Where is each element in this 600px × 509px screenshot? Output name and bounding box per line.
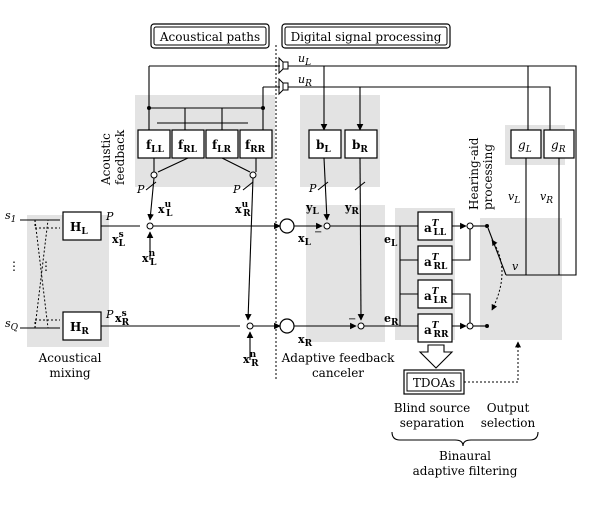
binaural-brace — [391, 431, 539, 447]
svg-text:yL: yL — [305, 201, 319, 217]
block-h-left: HL — [62, 211, 102, 241]
block-f-lr: fLR — [205, 129, 239, 159]
svg-text:fRL: fRL — [178, 138, 198, 155]
svg-text:xR: xR — [298, 333, 313, 349]
acoustic-feedback-label: Acousticfeedback — [99, 129, 127, 186]
tdoa-to-selector-line — [464, 341, 521, 383]
svg-text:xL: xL — [298, 232, 312, 248]
svg-text:xuR: xuR — [235, 200, 251, 219]
svg-text:fLL: fLL — [146, 138, 165, 155]
svg-text:eL: eL — [384, 233, 398, 249]
block-f-rl: fRL — [171, 129, 205, 159]
svg-text:P: P — [308, 182, 317, 195]
tdoa-arrow-icon — [418, 344, 454, 369]
svg-text:P: P — [105, 308, 114, 321]
source-s1-label: s1 — [5, 209, 16, 225]
svg-text:TDOAs: TDOAs — [413, 376, 455, 390]
svg-text:HR: HR — [70, 320, 89, 337]
svg-text:xnR: xnR — [243, 350, 259, 369]
loudspeaker-right-icon — [278, 77, 289, 96]
svg-text:v: v — [512, 260, 519, 273]
svg-text:HL: HL — [70, 220, 88, 237]
digital-signal-processing-label: Digital signal processing — [291, 30, 442, 44]
svg-text:bL: bL — [316, 138, 331, 155]
svg-text:P: P — [105, 210, 114, 223]
svg-text:fRR: fRR — [245, 138, 266, 155]
selection-region — [480, 218, 562, 340]
u-right-line — [288, 86, 551, 130]
svg-text:xnL: xnL — [142, 249, 157, 268]
header-digital-signal-processing: Digital signal processing — [281, 23, 451, 49]
u-right-label: uR — [298, 73, 312, 89]
block-b-right: bR — [344, 129, 378, 159]
svg-text:−: − — [314, 227, 322, 238]
block-g-left: gL — [510, 129, 542, 159]
svg-text:⋮: ⋮ — [8, 259, 20, 273]
adc-left — [279, 218, 295, 234]
adc-right — [279, 318, 295, 334]
svg-text:bR: bR — [352, 138, 368, 155]
svg-text:gR: gR — [551, 138, 566, 155]
svg-text:xsR: xsR — [115, 309, 130, 328]
source-sq-label: sQ — [5, 317, 19, 333]
svg-text:P: P — [136, 183, 145, 196]
block-f-rr: fRR — [239, 129, 273, 159]
svg-text:vL: vL — [508, 190, 520, 206]
loudspeaker-left-icon — [278, 56, 289, 75]
block-h-right: HR — [62, 311, 102, 341]
svg-text:fLR: fLR — [212, 138, 232, 155]
svg-text:gL: gL — [518, 138, 532, 155]
block-g-right: gR — [543, 129, 575, 159]
u-left-label: uL — [298, 52, 311, 68]
svg-text:xsL: xsL — [112, 230, 126, 249]
tdoas-block: TDOAs — [403, 369, 465, 395]
svg-text:P: P — [232, 183, 241, 196]
svg-text:yR: yR — [344, 201, 359, 217]
hearing-aid-processing-label: Hearing-aidprocessing — [467, 137, 495, 210]
header-acoustical-paths: Acoustical paths — [150, 23, 270, 49]
block-f-ll: fLL — [137, 129, 171, 159]
svg-text:xuL: xuL — [158, 200, 173, 219]
svg-text:eR: eR — [384, 312, 399, 328]
svg-text:−: − — [348, 314, 356, 325]
svg-text:vR: vR — [540, 190, 553, 206]
block-b-left: bL — [308, 129, 342, 159]
acoustical-paths-label: Acoustical paths — [159, 30, 260, 44]
